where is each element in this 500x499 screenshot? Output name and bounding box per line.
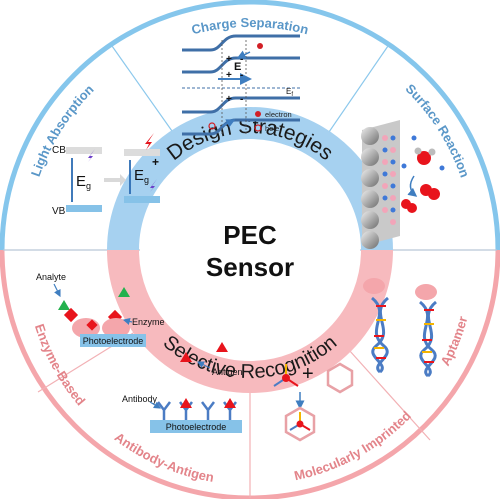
segment-title-antibody-antigen: Antibody-Antigen bbox=[112, 429, 215, 485]
hole-arrow bbox=[221, 119, 236, 128]
electron-arrow bbox=[236, 50, 251, 59]
analyte-arrow bbox=[53, 283, 61, 298]
dna-helix-1 bbox=[370, 296, 390, 374]
surface-reaction-panel bbox=[361, 120, 445, 249]
transition-arrow bbox=[104, 174, 126, 186]
antigen-arrow bbox=[196, 361, 211, 369]
antibody-ys bbox=[157, 401, 237, 420]
outer-ring-top bbox=[0, 0, 500, 251]
center-disc bbox=[140, 140, 360, 360]
svg-text:+: + bbox=[226, 54, 232, 65]
segment-title-aptamer: Aptamer bbox=[437, 315, 470, 369]
field-label: E bbox=[234, 61, 241, 73]
antibody-photoelectrode-label: Photoelectrode bbox=[166, 422, 227, 432]
eg-label-right: Eg bbox=[134, 167, 149, 185]
fermi-label: Ef bbox=[286, 87, 293, 98]
antibody-arrow bbox=[149, 401, 162, 409]
svg-text:-: - bbox=[240, 54, 243, 65]
bound-antigen-2 bbox=[224, 398, 236, 408]
charge-separation-panel: E Ef + + + - - - electron hole bbox=[182, 34, 300, 136]
svg-text:+: + bbox=[226, 94, 232, 105]
conduction-band-left bbox=[66, 147, 102, 154]
reaction-arrow bbox=[407, 175, 418, 197]
segment-title-surface-reaction: Surface Reaction bbox=[403, 81, 473, 180]
segment-title-molecularly-imprinted: Molecularly Imprinted bbox=[293, 408, 414, 483]
analyte-triangle-green-2 bbox=[118, 287, 130, 297]
analyte-square-red bbox=[63, 307, 79, 323]
valence-band-left bbox=[66, 205, 102, 212]
cb-label: CB bbox=[52, 145, 66, 156]
segment-title-light-absorption: Light Absorption bbox=[28, 82, 97, 179]
light-absorption-panel: CB VB Eg Eg + bbox=[52, 133, 160, 217]
crystal-slab bbox=[361, 120, 400, 249]
center-title-line1: PEC bbox=[223, 220, 277, 250]
vb-label: VB bbox=[52, 206, 66, 217]
imprinted-cavity bbox=[284, 406, 316, 442]
photoelectrode-bar bbox=[80, 334, 146, 347]
plus-sign: + bbox=[152, 155, 159, 169]
mip-plus-sign: + bbox=[302, 363, 314, 385]
inner-ring-bottom bbox=[107, 249, 393, 393]
aptamer-target-2 bbox=[415, 284, 437, 300]
antigen-triangle-1 bbox=[180, 352, 192, 362]
charge-signs: + + + - - - bbox=[226, 54, 243, 105]
analyte-triangle-green bbox=[58, 300, 70, 310]
antibody-antigen-panel: Antigen Antibody Photoelectrode bbox=[122, 342, 243, 433]
svg-text:-: - bbox=[240, 70, 243, 81]
hole-dot-lower bbox=[208, 122, 216, 130]
segment-title-charge-separation: Charge Separation bbox=[190, 15, 310, 37]
reactant-molecules bbox=[401, 135, 445, 213]
dna-helix-2 bbox=[418, 300, 438, 378]
band-upper-top bbox=[182, 34, 300, 52]
analyte-label: Analyte bbox=[36, 272, 66, 282]
enzyme-arrow bbox=[122, 317, 133, 325]
aptamer-panel bbox=[363, 278, 438, 378]
antigen-label: Antigen bbox=[212, 367, 243, 377]
monomer-hexagon bbox=[326, 362, 354, 394]
conduction-band-right bbox=[124, 149, 160, 156]
molecularly-imprinted-panel: + bbox=[273, 362, 354, 442]
svg-text:-: - bbox=[240, 94, 243, 105]
enzyme-based-panel: Analyte Enzyme Photoelectrode bbox=[36, 272, 165, 347]
legend-hole-label: hole bbox=[265, 124, 279, 133]
antibody-label: Antibody bbox=[122, 394, 158, 404]
template-molecule bbox=[273, 364, 299, 387]
enzyme-label: Enzyme bbox=[132, 317, 165, 327]
band-lower-bottom bbox=[182, 118, 300, 136]
bound-antigen-1 bbox=[180, 398, 192, 408]
valence-band-right bbox=[124, 196, 160, 203]
aptamer-target-1 bbox=[363, 278, 385, 294]
cavity-center bbox=[296, 420, 304, 428]
legend-hole-dot bbox=[254, 124, 262, 132]
photoelectrode-label: Photoelectrode bbox=[83, 336, 144, 346]
antibody-photoelectrode-bar bbox=[150, 420, 242, 433]
eg-label-left: Eg bbox=[76, 173, 91, 191]
center-title-line2: Sensor bbox=[206, 252, 294, 282]
legend-electron-dot bbox=[255, 111, 261, 117]
svg-text:+: + bbox=[226, 70, 232, 81]
electron-dot-upper bbox=[257, 43, 263, 49]
antigen-triangle-2 bbox=[216, 342, 228, 352]
legend-electron-label: electron bbox=[265, 110, 292, 119]
